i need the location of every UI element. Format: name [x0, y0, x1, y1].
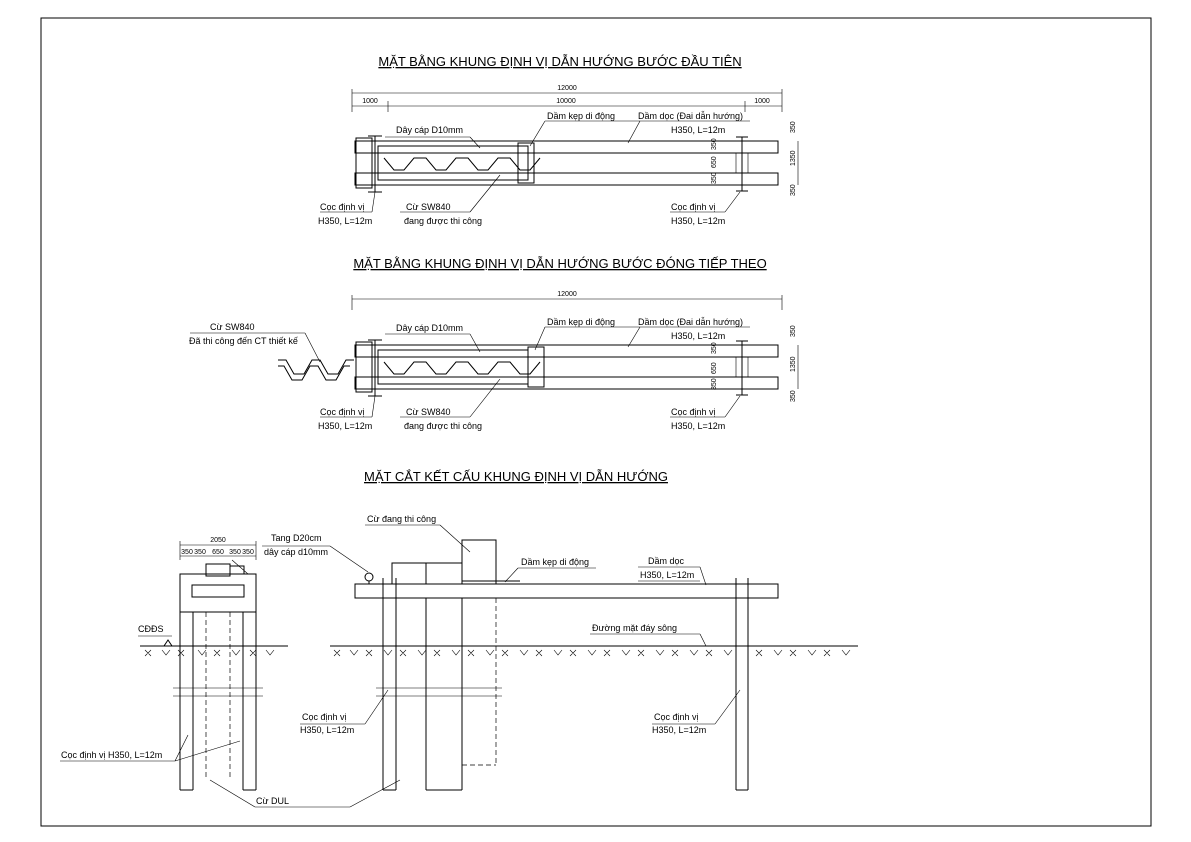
plan2-label-cu-sw840: Cừ SW840	[406, 407, 451, 417]
section-label-dam-kep: Dầm kẹp di động	[521, 557, 589, 567]
plan2-dim-12000: 12000	[557, 291, 577, 298]
plan2-label-dam-kep: Dầm kẹp di động	[547, 317, 615, 327]
plan2-label-h350-left: H350, L=12m	[318, 421, 372, 431]
plan1-label-h350-top: H350, L=12m	[671, 125, 725, 135]
plan-next-step: MẶT BẰNG KHUNG ĐỊNH VỊ DẪN HƯỚNG BƯỚC ĐÓ…	[189, 256, 799, 431]
section-dim-350-a: 350	[181, 549, 193, 556]
section-title: MẶT CẮT KẾT CẤU KHUNG ĐỊNH VỊ DẪN HƯỚNG	[364, 469, 668, 484]
section-dim-2050: 2050	[210, 537, 226, 544]
section-label-coc-h350: Cọc định vị H350, L=12m	[61, 750, 162, 760]
sheet-border	[40, 17, 1152, 827]
plan-first-step: MẶT BẰNG KHUNG ĐỊNH VỊ DẪN HƯỚNG BƯỚC ĐẦ…	[318, 54, 799, 226]
plan1-label-h350-right: H350, L=12m	[671, 216, 725, 226]
plan2-dim-350-b: 350	[711, 378, 718, 390]
section-dim-650: 650	[212, 549, 224, 556]
plan1-dim-350-bottom: 350	[790, 184, 797, 196]
section-label-coc-mid: Cọc định vị	[302, 712, 347, 722]
plan2-label-cu-sw840-done: Cừ SW840	[210, 322, 255, 332]
plan1-label-day-cap: Dây cáp D10mm	[396, 125, 463, 135]
plan2-label-da-thi-cong: Đã thi công đến CT thiết kế	[189, 336, 298, 346]
section-label-tang: Tang D20cm	[271, 533, 322, 543]
section-label-cu-dul: Cừ DUL	[256, 796, 289, 806]
plan2-label-coc-left: Cọc định vị	[320, 407, 365, 417]
plan1-dim-650: 650	[711, 156, 718, 168]
section-view: MẶT CẮT KẾT CẤU KHUNG ĐỊNH VỊ DẪN HƯỚNG …	[60, 469, 858, 808]
section-label-cu-dang-thi-cong: Cừ đang thi công	[367, 514, 436, 524]
plan1-dim-1000-left: 1000	[362, 98, 378, 105]
plan2-label-day-cap: Dây cáp D10mm	[396, 323, 463, 333]
plan1-dim-350-a: 350	[711, 138, 718, 150]
section-label-day-cap: dây cáp d10mm	[264, 547, 328, 557]
plan1-dim-1000-right: 1000	[754, 98, 770, 105]
plan1-label-dang-thi-cong: đang được thi công	[404, 216, 482, 226]
plan1-dim-10000: 10000	[556, 98, 576, 105]
plan1-label-dam-kep: Dầm kẹp di động	[547, 111, 615, 121]
plan2-dim-1350: 1350	[790, 356, 797, 372]
plan1-label-dam-doc: Dầm dọc (Đai dẫn hướng)	[638, 111, 743, 121]
plan2-label-h350-top: H350, L=12m	[671, 331, 725, 341]
section-label-dam-doc-h350: H350, L=12m	[640, 570, 694, 580]
section-dim-350-d: 350	[242, 549, 254, 556]
section-label-coc-mid-h350: H350, L=12m	[300, 725, 354, 735]
plan2-dim-350-a: 350	[711, 342, 718, 354]
plan1-dim-1350: 1350	[790, 150, 797, 166]
section-dim-350-c: 350	[229, 549, 241, 556]
plan2-label-dang-thi-cong: đang được thi công	[404, 421, 482, 431]
section-label-cdds: CĐĐS	[138, 624, 164, 634]
plan2-dim-350-top: 350	[790, 325, 797, 337]
plan1-label-coc-right: Cọc định vị	[671, 202, 716, 212]
plan2-label-dam-doc: Dầm dọc (Đai dẫn hướng)	[638, 317, 743, 327]
plan1-label-cu-sw840: Cừ SW840	[406, 202, 451, 212]
plan2-title: MẶT BẰNG KHUNG ĐỊNH VỊ DẪN HƯỚNG BƯỚC ĐÓ…	[353, 256, 766, 271]
section-label-coc-right-h350: H350, L=12m	[652, 725, 706, 735]
plan2-label-coc-right: Cọc định vị	[671, 407, 716, 417]
plan2-dim-650: 650	[711, 362, 718, 374]
section-dim-350-b: 350	[194, 549, 206, 556]
section-label-dam-doc: Dầm dọc	[648, 556, 685, 566]
plan1-dim-350-b: 350	[711, 172, 718, 184]
plan1-dim-350-top: 350	[790, 121, 797, 133]
section-label-coc-right: Cọc định vị	[654, 712, 699, 722]
plan1-label-h350-left: H350, L=12m	[318, 216, 372, 226]
section-label-duong-mat: Đường mặt đáy sông	[592, 623, 677, 633]
plan2-label-h350-right: H350, L=12m	[671, 421, 725, 431]
plan1-label-coc-left: Cọc định vị	[320, 202, 365, 212]
plan1-title: MẶT BẰNG KHUNG ĐỊNH VỊ DẪN HƯỚNG BƯỚC ĐẦ…	[378, 54, 741, 69]
plan1-dim-12000: 12000	[557, 85, 577, 92]
plan2-dim-350-bottom: 350	[790, 390, 797, 402]
